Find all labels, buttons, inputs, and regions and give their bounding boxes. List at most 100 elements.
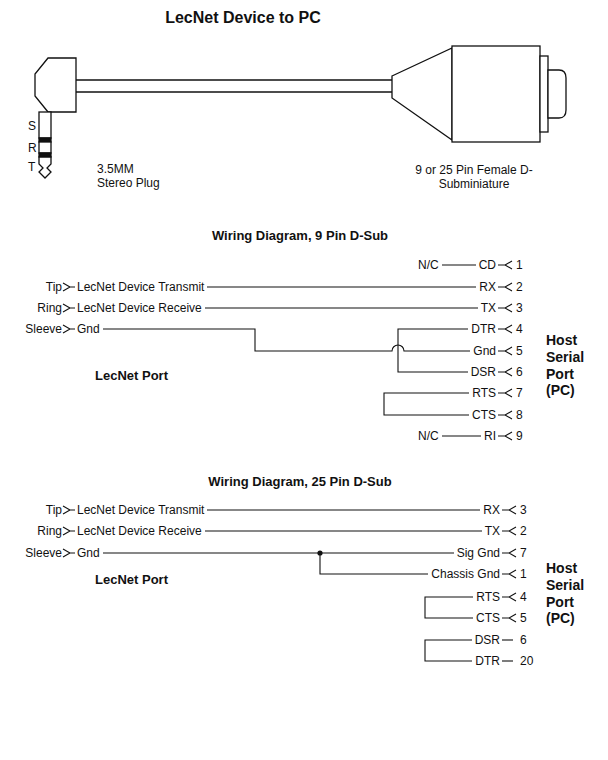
signal-name: CD	[479, 258, 496, 272]
wire-label: LecNet Device Transmit	[77, 503, 204, 517]
jumper-wire	[384, 393, 469, 415]
wire	[207, 286, 476, 287]
pin-terminal	[498, 261, 512, 269]
ground-wire	[320, 553, 428, 574]
pin-terminal	[498, 347, 512, 355]
pin-terminal	[498, 304, 512, 312]
wire	[205, 530, 482, 531]
wire	[207, 509, 480, 510]
wire	[442, 435, 481, 436]
signal-name: DSR	[471, 365, 496, 379]
pin-number: 4	[520, 590, 527, 604]
pin-number: 4	[516, 322, 523, 336]
cable-edge	[76, 79, 393, 80]
wire-label: Gnd	[77, 546, 100, 560]
plug-terminal	[63, 325, 75, 333]
signal-name: TX	[481, 301, 496, 315]
pin-number: 3	[520, 503, 527, 517]
pin-number: 1	[520, 567, 527, 581]
signal-name: CTS	[472, 408, 496, 422]
pin-number: 20	[520, 654, 533, 668]
part-label: 9 or 25 Pin Female D-Subminiature	[414, 163, 534, 192]
plug-terminal	[63, 304, 75, 312]
jumper-wire	[425, 640, 472, 661]
pin-number: 6	[520, 633, 527, 647]
pin-note: N/C	[418, 258, 439, 272]
pin-terminal	[502, 549, 516, 557]
plug-terminal	[63, 506, 75, 514]
wire-label: LecNet Device Receive	[77, 524, 202, 538]
cable-edge	[76, 91, 393, 92]
jumper-wire	[425, 597, 473, 618]
plug-sleeve	[39, 112, 51, 138]
stereo-plug	[35, 58, 76, 178]
terminal-marks	[63, 261, 516, 661]
pin-number: 1	[516, 258, 523, 272]
signal-name: RTS	[476, 590, 500, 604]
pin-terminal	[502, 593, 516, 601]
plug-contact: Tip	[46, 503, 62, 517]
pin-note: N/C	[418, 429, 439, 443]
connector-body	[452, 46, 540, 142]
cable	[76, 80, 393, 92]
plug-housing	[35, 58, 76, 112]
pin-number: 5	[516, 344, 523, 358]
signal-name: Sig Gnd	[457, 546, 500, 560]
pin-number: 3	[516, 301, 523, 315]
signal-name: Chassis Gnd	[431, 567, 500, 581]
plug-contact: Sleeve	[25, 322, 62, 336]
section-heading: Wiring Diagram, 9 Pin D-Sub	[212, 228, 388, 244]
pin-terminal	[498, 389, 512, 397]
wire	[205, 307, 478, 308]
signal-name: RX	[483, 503, 500, 517]
jumper-wire	[398, 329, 468, 372]
pin-terminal	[498, 432, 512, 440]
pin-terminal	[502, 527, 516, 535]
connector-face	[548, 70, 566, 118]
signal-name: RTS	[472, 386, 496, 400]
wire-label: Gnd	[77, 322, 100, 336]
signal-name: RX	[479, 280, 496, 294]
part-label: 3.5MM Stereo Plug	[97, 162, 169, 191]
plug-terminal	[63, 283, 75, 291]
pin-terminal	[502, 506, 516, 514]
signal-name: DTR	[471, 322, 496, 336]
plug-terminal	[63, 527, 75, 535]
wire-label: LecNet Device Transmit	[77, 280, 204, 294]
part-label: T	[28, 160, 35, 174]
pin-terminal	[498, 368, 512, 376]
wire-label: LecNet Device Receive	[77, 301, 202, 315]
plug-contact: Sleeve	[25, 546, 62, 560]
section-heading: Wiring Diagram, 25 Pin D-Sub	[208, 474, 391, 490]
pin-terminal	[498, 325, 512, 333]
pin-terminal	[502, 570, 516, 578]
diagram-title: LecNet Device to PC	[165, 8, 321, 27]
pin-terminal	[502, 660, 513, 661]
port-label: Host Serial Port (PC)	[546, 560, 598, 627]
wire	[442, 264, 476, 265]
connector-flange	[540, 56, 548, 132]
ground-wire	[103, 552, 454, 553]
pin-number: 5	[520, 611, 527, 625]
signal-name: RI	[484, 429, 496, 443]
pin-number: 2	[516, 280, 523, 294]
signal-name: DSR	[475, 633, 500, 647]
signal-name: TX	[485, 524, 500, 538]
d-sub-connector	[392, 46, 566, 142]
port-label: Host Serial Port (PC)	[546, 332, 598, 399]
ground-wire	[103, 329, 470, 351]
junction-dot	[317, 550, 322, 555]
signal-name: Gnd	[473, 344, 496, 358]
pin-number: 7	[516, 386, 523, 400]
pin-terminal	[502, 614, 516, 622]
plug-ring	[39, 142, 51, 153]
pin-number: 6	[516, 365, 523, 379]
pin-number: 2	[520, 524, 527, 538]
pin-terminal	[498, 283, 512, 291]
part-label: S	[28, 119, 36, 133]
pin-number: 9	[516, 429, 523, 443]
connector-boot	[392, 48, 452, 140]
